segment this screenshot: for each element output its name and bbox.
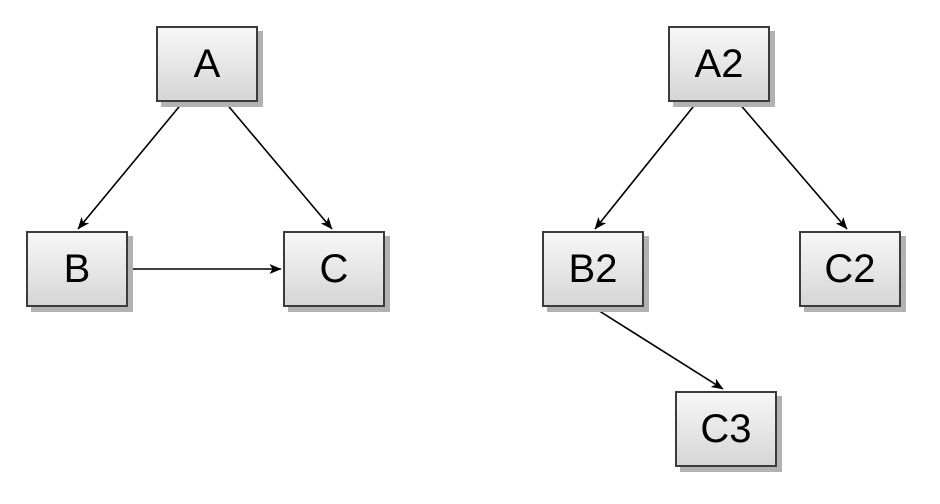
node-label-C3: C3 xyxy=(700,407,752,451)
edge-A2-to-C2 xyxy=(737,101,848,230)
edge-A-to-B xyxy=(77,101,184,230)
node-label-A: A xyxy=(193,42,221,86)
node-C2: C2 xyxy=(799,231,901,307)
node-label-B: B xyxy=(63,247,91,291)
node-B2: B2 xyxy=(542,231,644,307)
node-label-C2: C2 xyxy=(824,247,876,291)
node-C3: C3 xyxy=(675,391,777,467)
edge-A2-to-B2 xyxy=(594,101,698,230)
node-A: A xyxy=(156,26,258,102)
node-C: C xyxy=(283,231,385,307)
node-label-A2: A2 xyxy=(694,42,744,86)
node-label-B2: B2 xyxy=(568,247,618,291)
edge-A-to-C xyxy=(224,101,333,230)
node-label-C: C xyxy=(319,247,349,291)
node-B: B xyxy=(26,231,128,307)
node-A2: A2 xyxy=(668,26,770,102)
edge-B2-to-C3 xyxy=(592,306,724,390)
